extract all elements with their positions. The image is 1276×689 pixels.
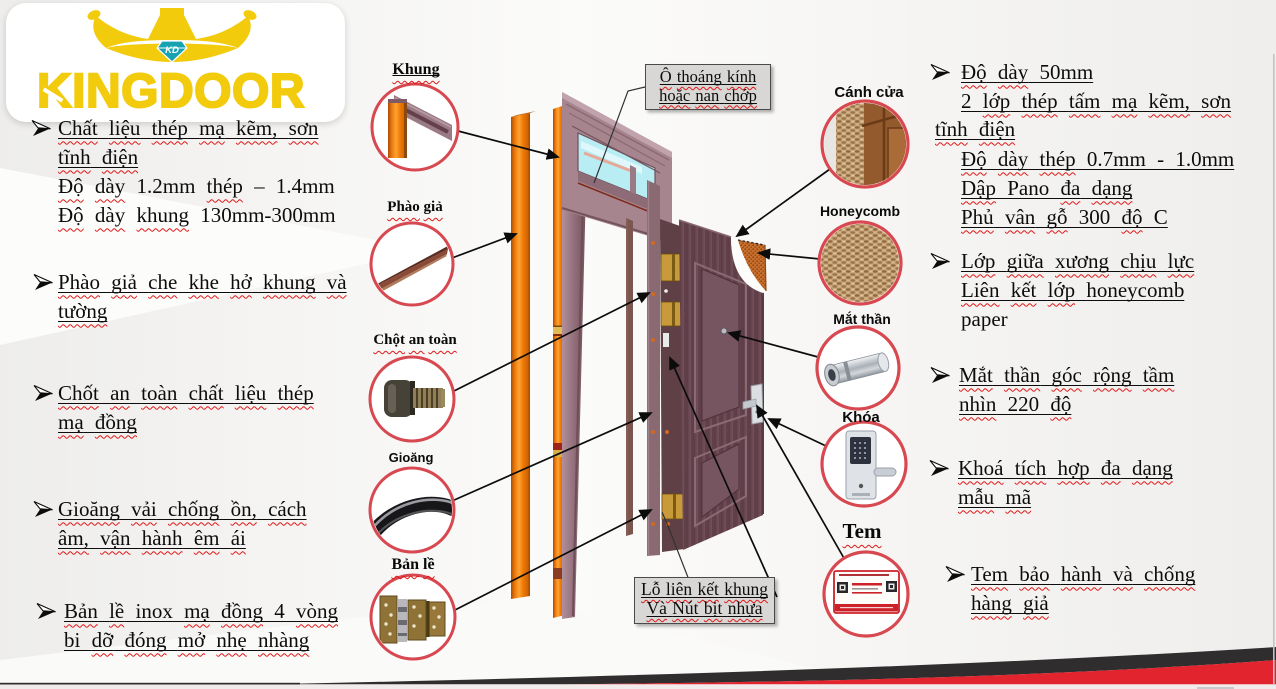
svg-text:KD: KD [165, 45, 179, 56]
